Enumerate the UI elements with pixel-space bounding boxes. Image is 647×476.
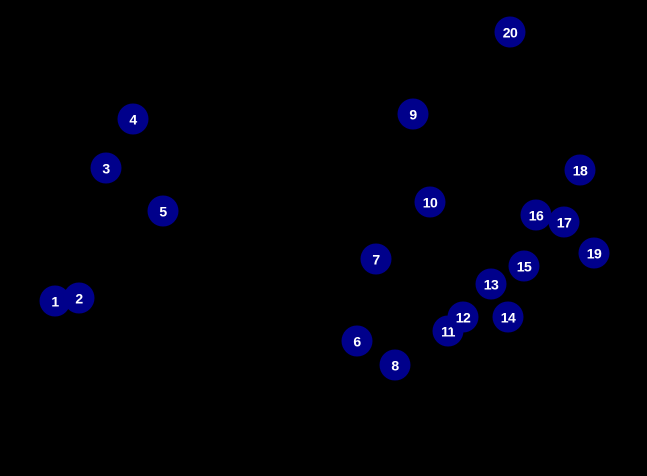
graph-node-10: 10 bbox=[414, 186, 446, 218]
graph-node-15: 15 bbox=[508, 250, 540, 282]
graph-node-3: 3 bbox=[90, 152, 122, 184]
graph-node-label: 10 bbox=[422, 194, 438, 210]
graph-node-label: 5 bbox=[159, 203, 167, 219]
graph-node-9: 9 bbox=[397, 98, 429, 130]
graph-node-label: 6 bbox=[353, 333, 361, 349]
graph-node-7: 7 bbox=[360, 243, 392, 275]
graph-node-12: 12 bbox=[447, 301, 479, 333]
graph-node-18: 18 bbox=[564, 154, 596, 186]
graph-node-label: 7 bbox=[372, 251, 380, 267]
graph-node-label: 13 bbox=[483, 276, 499, 292]
graph-node-label: 20 bbox=[502, 24, 518, 40]
graph-node-label: 4 bbox=[129, 111, 137, 127]
graph-node-label: 8 bbox=[391, 357, 399, 373]
graph-node-5: 5 bbox=[147, 195, 179, 227]
graph-node-label: 1 bbox=[51, 293, 59, 309]
graph-node-label: 19 bbox=[586, 245, 602, 261]
graph-node-13: 13 bbox=[475, 268, 507, 300]
graph-node-20: 20 bbox=[494, 16, 526, 48]
graph-node-label: 14 bbox=[500, 309, 516, 325]
graph-node-8: 8 bbox=[379, 349, 411, 381]
graph-node-2: 2 bbox=[63, 282, 95, 314]
graph-node-16: 16 bbox=[520, 199, 552, 231]
graph-node-4: 4 bbox=[117, 103, 149, 135]
graph-node-14: 14 bbox=[492, 301, 524, 333]
graph-node-label: 16 bbox=[528, 207, 544, 223]
graph-node-19: 19 bbox=[578, 237, 610, 269]
graph-node-label: 9 bbox=[409, 106, 417, 122]
graph-node-6: 6 bbox=[341, 325, 373, 357]
graph-node-label: 12 bbox=[455, 309, 471, 325]
graph-node-label: 17 bbox=[556, 214, 572, 230]
graph-node-17: 17 bbox=[548, 206, 580, 238]
graph-node-label: 2 bbox=[75, 290, 83, 306]
graph-node-label: 3 bbox=[102, 160, 110, 176]
graph-node-label: 18 bbox=[572, 162, 588, 178]
graph-node-label: 15 bbox=[516, 258, 532, 274]
